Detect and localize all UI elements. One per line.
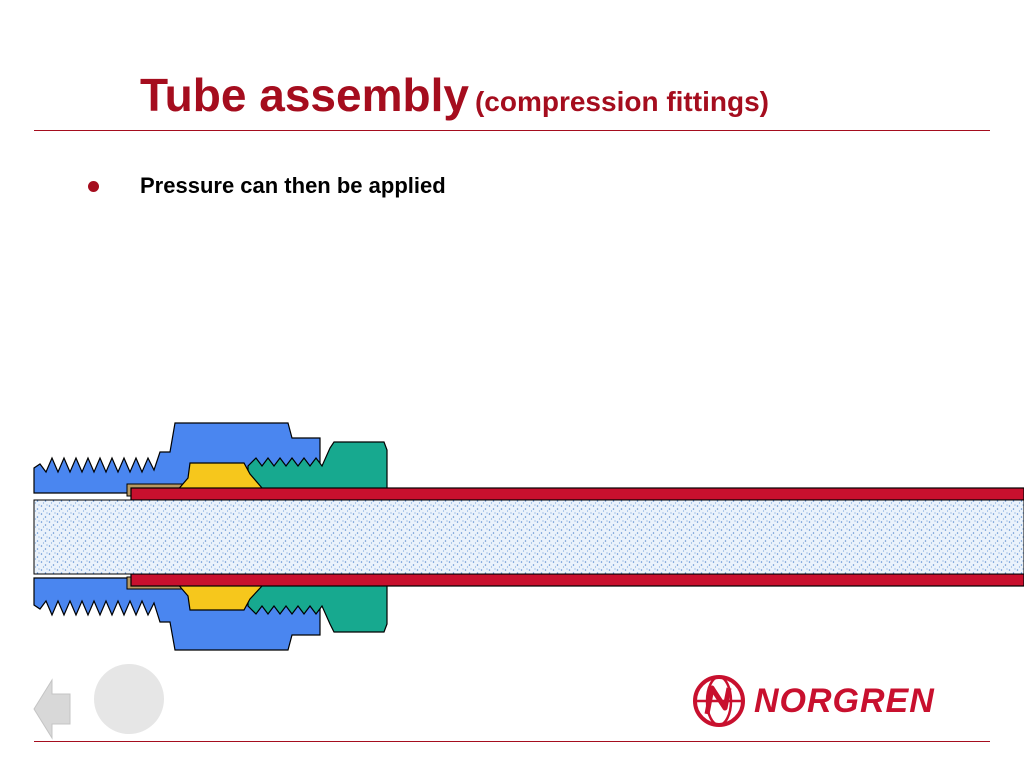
title-subtitle: (compression fittings) <box>474 86 769 117</box>
back-arrow-icon <box>33 678 71 740</box>
norgren-logo: NORGREN <box>692 674 935 728</box>
globe-n-emblem-icon <box>693 675 745 727</box>
bullet-item: Pressure can then be applied <box>88 170 446 202</box>
tube-wall-bottom <box>130 573 1024 587</box>
back-button[interactable] <box>32 676 72 742</box>
title-divider <box>34 130 990 131</box>
bullet-marker <box>88 180 99 192</box>
pressurised-fluid <box>33 499 1024 575</box>
compression-nut-bottom <box>247 577 388 633</box>
compression-nut-top <box>247 441 388 494</box>
tube-wall-top <box>130 487 1024 501</box>
title-main: Tube assembly <box>140 69 469 121</box>
footer-divider <box>34 741 990 742</box>
bullet-text: Pressure can then be applied <box>140 173 446 198</box>
circle-nav-button[interactable] <box>94 664 164 734</box>
slide-title: Tube assembly(compression fittings) <box>140 68 769 122</box>
logo-text: NORGREN <box>754 681 935 720</box>
